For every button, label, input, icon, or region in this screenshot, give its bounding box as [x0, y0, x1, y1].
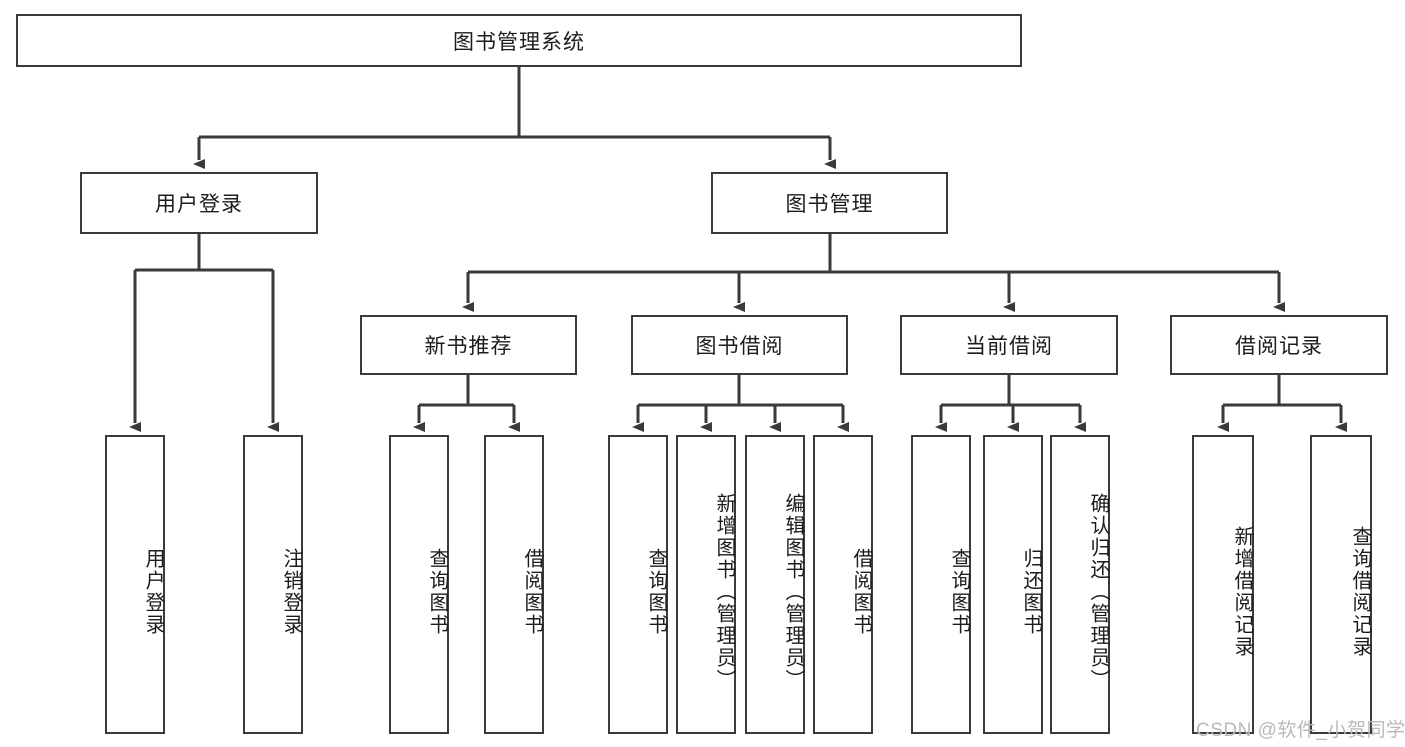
node-label: 用户登录	[155, 193, 243, 216]
node-new-book-recommendation[interactable]: 新书推荐	[360, 315, 577, 375]
node-user-login[interactable]: 用户登录	[80, 172, 318, 234]
node-label: 借阅记录	[1235, 335, 1323, 358]
node-label: 图书借阅	[695, 335, 784, 358]
node-borrowing-records[interactable]: 借阅记录	[1170, 315, 1388, 375]
node-leaf-query-books-current[interactable]: 查询图书	[911, 435, 971, 734]
node-label: 查询图书	[645, 547, 667, 636]
watermark-text: CSDN @软件_小贺同学	[1196, 720, 1405, 741]
node-leaf-user-login[interactable]: 用户登录	[105, 435, 165, 734]
node-book-borrowing[interactable]: 图书借阅	[631, 315, 848, 375]
node-label: 新增借阅记录	[1231, 525, 1253, 658]
node-leaf-return-book[interactable]: 归还图书	[983, 435, 1043, 734]
node-label: 查询图书	[426, 547, 448, 636]
node-leaf-borrow-book[interactable]: 借阅图书	[813, 435, 873, 734]
node-label: 编辑图书（管理员）	[782, 492, 804, 691]
node-leaf-add-book-admin[interactable]: 新增图书（管理员）	[676, 435, 736, 734]
node-leaf-logout[interactable]: 注销登录	[243, 435, 303, 734]
node-leaf-confirm-return-admin[interactable]: 确认归还（管理员）	[1050, 435, 1110, 734]
node-label: 图书管理	[785, 193, 874, 216]
node-book-management[interactable]: 图书管理	[711, 172, 948, 234]
node-current-borrowings[interactable]: 当前借阅	[900, 315, 1118, 375]
node-leaf-query-books-borrowing[interactable]: 查询图书	[608, 435, 668, 734]
node-label: 注销登录	[280, 547, 302, 636]
node-label: 新增图书（管理员）	[713, 492, 735, 691]
node-label: 借阅图书	[850, 547, 872, 636]
node-root-book-management-system[interactable]: 图书管理系统	[16, 14, 1022, 67]
node-label: 查询图书	[948, 547, 970, 636]
node-label: 归还图书	[1020, 547, 1042, 636]
node-leaf-add-borrow-record[interactable]: 新增借阅记录	[1192, 435, 1254, 734]
node-leaf-query-borrow-record[interactable]: 查询借阅记录	[1310, 435, 1372, 734]
node-label: 新书推荐	[424, 335, 513, 358]
node-label: 图书管理系统	[453, 30, 585, 54]
node-label: 查询借阅记录	[1349, 525, 1371, 658]
node-label: 借阅图书	[521, 547, 543, 636]
node-leaf-query-books-recommend[interactable]: 查询图书	[389, 435, 449, 734]
node-leaf-edit-book-admin[interactable]: 编辑图书（管理员）	[745, 435, 805, 734]
node-leaf-borrow-books-recommend[interactable]: 借阅图书	[484, 435, 544, 734]
node-label: 当前借阅	[965, 335, 1053, 358]
node-label: 用户登录	[142, 547, 164, 636]
node-label: 确认归还（管理员）	[1087, 492, 1109, 691]
